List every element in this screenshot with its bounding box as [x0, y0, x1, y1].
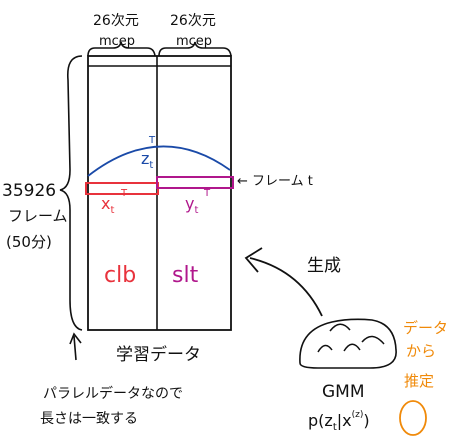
estimate-note-line3: 推定: [404, 372, 434, 390]
parallel-data-note-line1: パラレルデータなので: [43, 385, 183, 402]
generation-arrowhead: [244, 247, 263, 273]
parallel-data-note-line2: 長さは一致する: [40, 411, 138, 427]
frame-count-brace: [59, 55, 83, 331]
z-vector-arc: [87, 145, 231, 177]
note-pointer-line: [73, 335, 77, 361]
y-vector-label: yt: [185, 194, 198, 216]
data-x-highlight-circle: [399, 400, 427, 436]
z-vector-label: zt: [141, 149, 153, 171]
gmm-label: GMM: [322, 382, 365, 402]
training-data-label: 学習データ: [116, 344, 201, 365]
generation-arrow: [249, 257, 323, 317]
gmm-distribution-outline: [299, 318, 397, 369]
generation-label: 生成: [307, 256, 341, 276]
x-vector-transpose: T: [120, 188, 128, 199]
y-vector-transpose: T: [203, 188, 211, 199]
estimate-note-line1: データ: [403, 319, 448, 337]
frame-count-number: 35926: [2, 181, 56, 201]
gmm-component-2: [329, 323, 351, 332]
right-column-brace: [158, 41, 232, 57]
estimate-note-line2: から: [406, 342, 436, 360]
y-frame-highlight: [156, 176, 234, 189]
gmm-component-4: [361, 335, 385, 345]
left-column-brace: [87, 41, 156, 57]
source-speaker-label: clb: [104, 263, 136, 288]
note-pointer-arrowhead: [69, 332, 82, 345]
x-vector-label: xt: [101, 194, 114, 216]
z-vector-transpose: T: [148, 135, 156, 146]
gmm-component-1: [317, 344, 333, 353]
right-column-name-label: mcep: [176, 34, 212, 49]
target-speaker-label: slt: [172, 263, 199, 288]
left-column-name-label: mcep: [99, 34, 135, 49]
gmm-formula: p(zt|x(z)): [308, 410, 370, 433]
frame-count-unit: フレーム: [8, 207, 68, 225]
right-column-dim-label: 26次元: [170, 13, 216, 29]
frame-t-pointer-label: ← フレーム t: [237, 174, 313, 189]
gmm-component-3: [343, 343, 361, 352]
frame-count-duration: (50分): [6, 233, 52, 251]
left-column-dim-label: 26次元: [93, 13, 139, 29]
